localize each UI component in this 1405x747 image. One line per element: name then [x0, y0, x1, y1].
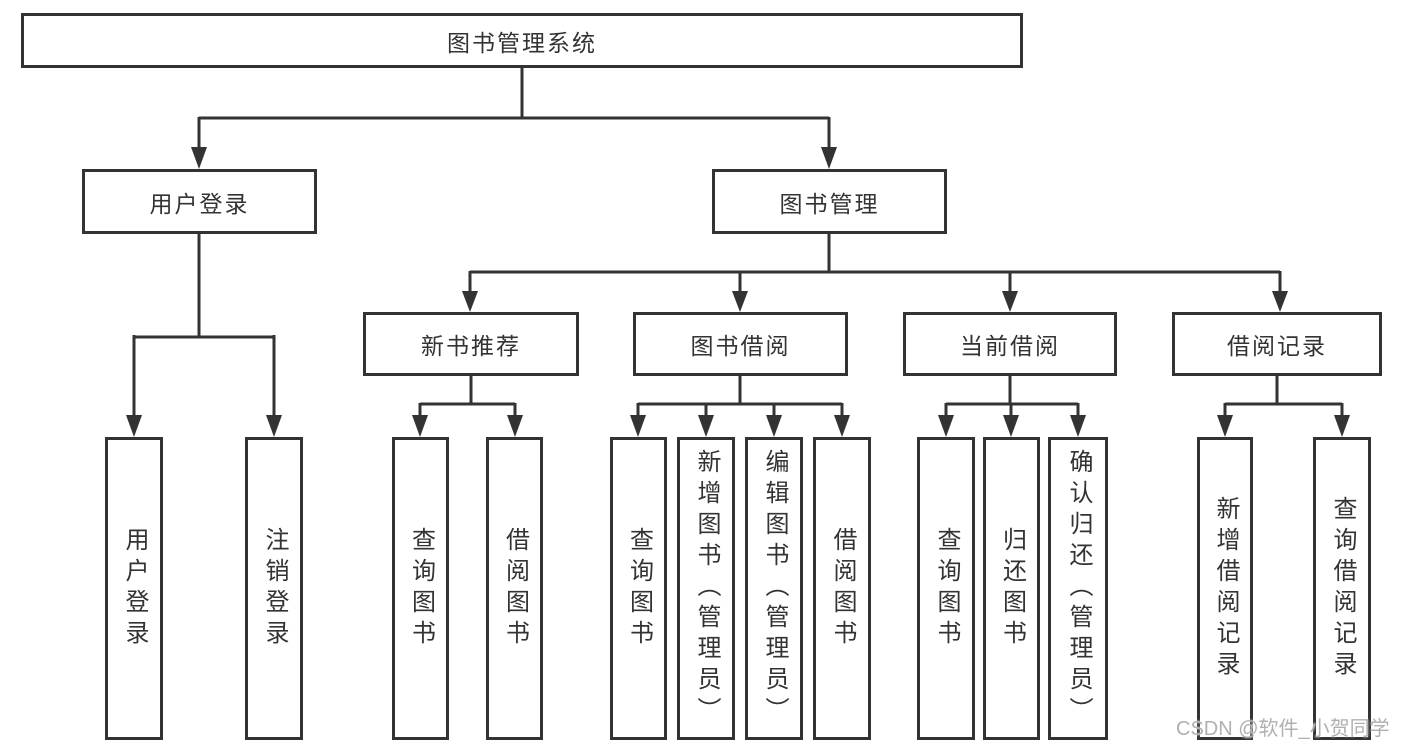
leaf-borrow-books-borrow: 借阅图书	[813, 437, 871, 740]
leaf-add-borrow-record: 新增借阅记录	[1197, 437, 1253, 740]
node-borrow-records: 借阅记录	[1172, 312, 1382, 376]
leaf-confirm-return-admin: 确认归还（管理员）	[1048, 437, 1108, 740]
leaf-edit-book-admin: 编辑图书（管理员）	[745, 437, 803, 740]
leaf-logout: 注销登录	[245, 437, 303, 740]
node-book-borrow: 图书借阅	[633, 312, 848, 376]
leaf-return-books: 归还图书	[983, 437, 1040, 740]
leaf-borrow-books-newbooks: 借阅图书	[486, 437, 543, 740]
node-user-login: 用户登录	[82, 169, 317, 234]
node-root: 图书管理系统	[21, 13, 1023, 68]
node-current-borrow: 当前借阅	[903, 312, 1117, 376]
leaf-add-book-admin: 新增图书（管理员）	[677, 437, 735, 740]
node-new-books: 新书推荐	[363, 312, 579, 376]
watermark: CSDN @软件_小贺同学	[1176, 718, 1390, 740]
leaf-query-borrow-record: 查询借阅记录	[1313, 437, 1371, 740]
leaf-user-login: 用户登录	[105, 437, 163, 740]
node-book-management: 图书管理	[712, 169, 947, 234]
arrowhead-icons	[126, 147, 1350, 437]
leaf-query-books-current: 查询图书	[917, 437, 975, 740]
leaf-query-books-borrow: 查询图书	[610, 437, 667, 740]
leaf-query-books-newbooks: 查询图书	[392, 437, 449, 740]
